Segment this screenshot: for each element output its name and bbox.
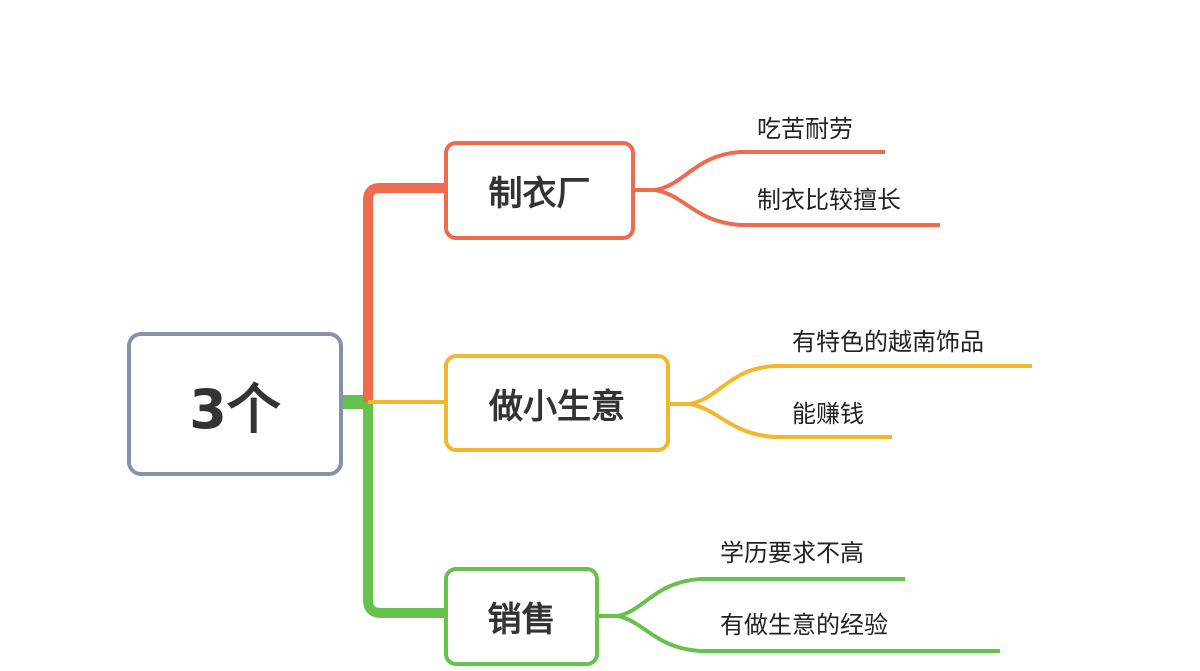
connector-branch-3 xyxy=(363,402,444,618)
leaf-node-3a[interactable]: 学历要求不高 xyxy=(720,539,864,567)
branch-node-2[interactable]: 做小生意 xyxy=(444,354,670,452)
leaf-node-2b[interactable]: 能赚钱 xyxy=(792,400,864,428)
leaf-node-1a[interactable]: 吃苦耐劳 xyxy=(757,115,853,143)
branch-node-1[interactable]: 制衣厂 xyxy=(444,141,635,240)
leaf-node-2a[interactable]: 有特色的越南饰品 xyxy=(792,328,984,356)
branch-node-3[interactable]: 销售 xyxy=(444,567,599,666)
connector-leaf-2b xyxy=(689,402,892,439)
connector-branch-1 xyxy=(363,183,444,402)
root-node[interactable]: 3个 xyxy=(127,332,343,476)
connector-leaf-3b xyxy=(617,614,1000,653)
leaf-node-1b[interactable]: 制衣比较擅长 xyxy=(757,186,901,214)
leaf-node-3b[interactable]: 有做生意的经验 xyxy=(720,611,888,639)
connector-leaf-1b xyxy=(654,188,940,227)
